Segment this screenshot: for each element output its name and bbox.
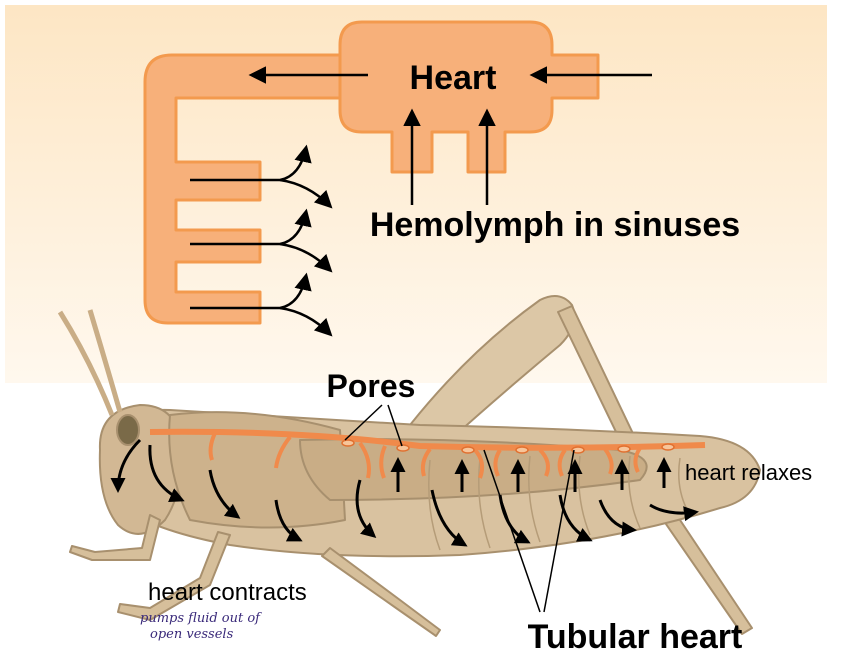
antenna-right bbox=[87, 309, 123, 413]
heart-relaxes-label: heart relaxes bbox=[685, 460, 812, 485]
heart-label: Heart bbox=[410, 59, 497, 97]
flow-arrows-schematic bbox=[190, 66, 652, 337]
heart-chamber bbox=[338, 20, 600, 174]
vessel-schematic bbox=[143, 20, 600, 325]
handwritten-note-line1: pumps fluid out of bbox=[140, 611, 262, 626]
pores-label: Pores bbox=[327, 368, 416, 404]
outflow-branch-2 bbox=[190, 208, 333, 273]
vessel-network bbox=[143, 53, 342, 325]
outflow-branch-3 bbox=[190, 272, 333, 337]
heart-contracts-label: heart contracts bbox=[148, 579, 307, 606]
front-leg bbox=[69, 514, 161, 561]
outflow-branch-1 bbox=[190, 144, 333, 209]
antenna-left bbox=[57, 310, 115, 416]
wing bbox=[299, 438, 648, 501]
hemolymph-label: Hemolymph in sinuses bbox=[370, 206, 740, 244]
middle-leg bbox=[117, 531, 231, 621]
label-pointers bbox=[344, 404, 575, 613]
ostia-pores bbox=[341, 439, 675, 454]
body-flow-arrows bbox=[110, 438, 699, 547]
tubular-heart bbox=[149, 428, 706, 479]
handwritten-note-line2: open vessels bbox=[150, 627, 234, 642]
tubular-heart-label: Tubular heart bbox=[528, 618, 743, 656]
rear-leg-lower bbox=[321, 547, 441, 637]
compound-eye bbox=[116, 414, 140, 446]
heart-branches bbox=[208, 432, 642, 479]
